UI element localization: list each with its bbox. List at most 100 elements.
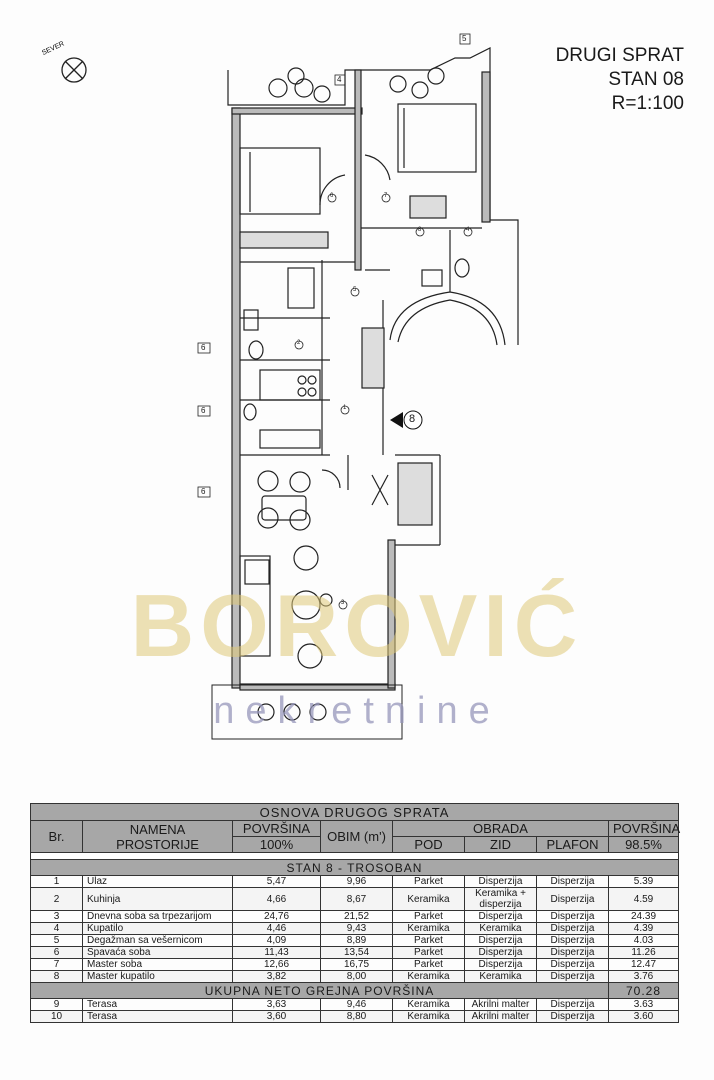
row-net-area: 5.39 xyxy=(608,875,679,888)
row-area: 3,82 xyxy=(232,970,321,983)
entrance-marker-label: 8 xyxy=(409,413,416,425)
col-povrsina: POVRŠINA xyxy=(232,820,321,837)
row-room-name: Terasa xyxy=(82,998,233,1011)
row-perimeter: 8,89 xyxy=(320,934,393,947)
window-tag-label-3: 6 xyxy=(201,487,206,496)
total-label: UKUPNA NETO GREJNA POVRŠINA xyxy=(30,982,609,999)
section-row: STAN 8 - TROSOBAN xyxy=(30,859,679,876)
row-floor-finish: Keramika xyxy=(392,887,465,911)
row-room-name: Ulaz xyxy=(82,875,233,888)
row-area: 3,60 xyxy=(232,1010,321,1023)
row-room-name: Kuhinja xyxy=(82,887,233,911)
room-label-5: 5 xyxy=(353,287,357,293)
room-label-4: 4 xyxy=(466,227,470,233)
row-floor-finish: Keramika xyxy=(392,922,465,935)
section-title: STAN 8 - TROSOBAN xyxy=(30,859,679,876)
col-pod: POD xyxy=(392,836,465,853)
row-perimeter: 16,75 xyxy=(320,958,393,971)
row-perimeter: 21,52 xyxy=(320,910,393,923)
row-room-name: Master kupatilo xyxy=(82,970,233,983)
row-wall-finish: Akrilni malter xyxy=(464,1010,537,1023)
row-number: 7 xyxy=(30,958,83,971)
row-ceiling-finish: Disperzija xyxy=(536,922,609,935)
row-wall-finish: Disperzija xyxy=(464,910,537,923)
row-number: 5 xyxy=(30,934,83,947)
row-number: 2 xyxy=(30,887,83,911)
room-label-1: 1 xyxy=(343,405,347,411)
row-number: 1 xyxy=(30,875,83,888)
room-label-7: 7 xyxy=(384,193,388,199)
row-room-name: Spavaća soba xyxy=(82,946,233,959)
col-plafon: PLAFON xyxy=(536,836,609,853)
col-namena: NAMENA PROSTORIJE xyxy=(82,820,233,853)
row-ceiling-finish: Disperzija xyxy=(536,946,609,959)
window-tag-label-1: 6 xyxy=(201,343,206,352)
row-net-area: 3.76 xyxy=(608,970,679,983)
room-label-8: 8 xyxy=(418,227,422,233)
row-room-name: Dnevna soba sa trpezarijom xyxy=(82,910,233,923)
room-schedule-table: OSNOVA DRUGOG SPRATA Br. NAMENA PROSTORI… xyxy=(30,803,680,1023)
row-floor-finish: Keramika xyxy=(392,998,465,1011)
row-room-name: Terasa xyxy=(82,1010,233,1023)
row-perimeter: 8,00 xyxy=(320,970,393,983)
row-room-name: Degažman sa vešernicom xyxy=(82,934,233,947)
row-area: 5,47 xyxy=(232,875,321,888)
row-perimeter: 9,96 xyxy=(320,875,393,888)
total-row: UKUPNA NETO GREJNA POVRŠINA 70.28 xyxy=(30,982,679,999)
row-net-area: 11.26 xyxy=(608,946,679,959)
col-br: Br. xyxy=(30,820,83,853)
balcony-tag-a: 4 xyxy=(337,75,342,84)
table-title-row: OSNOVA DRUGOG SPRATA xyxy=(30,803,679,821)
row-area: 24,76 xyxy=(232,910,321,923)
row-wall-finish: Disperzija xyxy=(464,875,537,888)
row-wall-finish: Keramika xyxy=(464,970,537,983)
row-ceiling-finish: Disperzija xyxy=(536,998,609,1011)
watermark-tagline: nekretnine xyxy=(213,690,501,732)
col-obrada: OBRADA xyxy=(392,820,609,837)
plan-heading: DRUGI SPRAT STAN 08 R=1:100 xyxy=(556,44,684,116)
row-perimeter: 8,80 xyxy=(320,1010,393,1023)
row-floor-finish: Parket xyxy=(392,934,465,947)
window-tag-label-2: 6 xyxy=(201,406,206,415)
row-floor-finish: Parket xyxy=(392,946,465,959)
row-ceiling-finish: Disperzija xyxy=(536,1010,609,1023)
room-label-3: 3 xyxy=(341,600,345,606)
row-net-area: 24.39 xyxy=(608,910,679,923)
table-title: OSNOVA DRUGOG SPRATA xyxy=(30,803,679,821)
row-ceiling-finish: Disperzija xyxy=(536,934,609,947)
room-schedule: OSNOVA DRUGOG SPRATA Br. NAMENA PROSTORI… xyxy=(30,803,680,1023)
col-obim: OBIM (m') xyxy=(320,820,393,853)
row-net-area: 4.59 xyxy=(608,887,679,911)
row-area: 12,66 xyxy=(232,958,321,971)
row-number: 8 xyxy=(30,970,83,983)
row-net-area: 3.63 xyxy=(608,998,679,1011)
row-wall-finish: Disperzija xyxy=(464,934,537,947)
row-ceiling-finish: Disperzija xyxy=(536,970,609,983)
row-floor-finish: Keramika xyxy=(392,970,465,983)
row-wall-finish: Keramika + disperzija xyxy=(464,887,537,911)
col-povrsina2-pct: 98.5% xyxy=(608,836,679,853)
row-ceiling-finish: Disperzija xyxy=(536,910,609,923)
row-area: 4,46 xyxy=(232,922,321,935)
balcony-tag-b: 5 xyxy=(462,34,467,43)
row-perimeter: 8,67 xyxy=(320,887,393,911)
row-ceiling-finish: Disperzija xyxy=(536,887,609,911)
row-perimeter: 9,43 xyxy=(320,922,393,935)
heading-scale: R=1:100 xyxy=(611,93,684,114)
row-area: 3,63 xyxy=(232,998,321,1011)
row-number: 9 xyxy=(30,998,83,1011)
row-ceiling-finish: Disperzija xyxy=(536,875,609,888)
row-number: 10 xyxy=(30,1010,83,1023)
row-room-name: Kupatilo xyxy=(82,922,233,935)
row-net-area: 4.03 xyxy=(608,934,679,947)
room-label-2: 2 xyxy=(297,340,301,346)
row-area: 11,43 xyxy=(232,946,321,959)
row-number: 3 xyxy=(30,910,83,923)
north-compass: SEVER xyxy=(34,40,94,90)
